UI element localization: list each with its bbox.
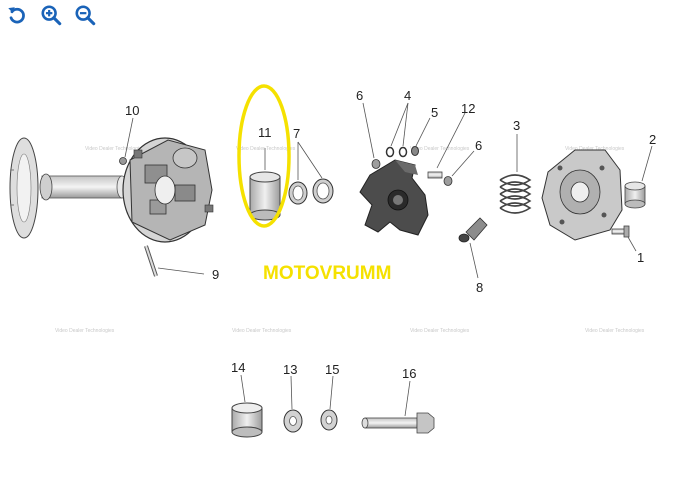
- rotate-left-icon: [8, 7, 25, 24]
- part-11-bushing[interactable]: [249, 148, 281, 221]
- part-4-5-orings[interactable]: [385, 102, 431, 158]
- callout-4[interactable]: 4: [404, 88, 411, 103]
- callout-5[interactable]: 5: [431, 105, 438, 120]
- callout-11[interactable]: 11: [258, 125, 272, 140]
- sheave-assembly[interactable]: [9, 137, 128, 239]
- part-9-pin[interactable]: [144, 245, 205, 277]
- part-14-spacer[interactable]: [231, 374, 263, 438]
- rotate-button[interactable]: [4, 2, 30, 28]
- svg-text:Video Dealer Technologies: Video Dealer Technologies: [585, 328, 645, 334]
- svg-text:Video Dealer Technologies: Video Dealer Technologies: [236, 146, 296, 152]
- callout-16[interactable]: 16: [402, 366, 416, 381]
- zoom-in-button[interactable]: [38, 2, 64, 28]
- part-1-screw[interactable]: [611, 225, 637, 252]
- brand-watermark: MOTOVRUMM: [263, 263, 391, 284]
- part-6-nut-right[interactable]: [443, 150, 475, 186]
- callout-6-right[interactable]: 6: [475, 138, 482, 153]
- svg-text:Video Dealer Technologies: Video Dealer Technologies: [55, 328, 115, 334]
- callout-10[interactable]: 10: [125, 103, 139, 118]
- svg-text:Video Dealer Technologies: Video Dealer Technologies: [85, 146, 145, 152]
- part-6-nut-left[interactable]: [362, 102, 381, 169]
- part-12-pin[interactable]: [427, 112, 466, 179]
- cover-plate[interactable]: [541, 149, 623, 241]
- part-16-bolt[interactable]: [361, 380, 435, 434]
- callout-7[interactable]: 7: [293, 126, 300, 141]
- callout-labels: 1 2 3 4 5 6 6 7 8 9 10 11 12 13 14 15 16: [125, 88, 656, 381]
- svg-text:Video Dealer Technologies: Video Dealer Technologies: [565, 146, 625, 152]
- callout-15[interactable]: 15: [325, 362, 339, 377]
- part-15-washer[interactable]: [320, 375, 338, 431]
- callout-3[interactable]: 3: [513, 118, 520, 133]
- part-7-washers[interactable]: [288, 141, 334, 205]
- part-2-bushing[interactable]: [624, 145, 653, 209]
- callout-9[interactable]: 9: [212, 267, 219, 282]
- callout-14[interactable]: 14: [231, 360, 245, 375]
- part-8-arm[interactable]: [458, 217, 488, 279]
- callout-13[interactable]: 13: [283, 362, 297, 377]
- zoom-in-icon: [41, 5, 62, 26]
- callout-1[interactable]: 1: [637, 250, 644, 265]
- svg-text:Video Dealer Technologies: Video Dealer Technologies: [232, 328, 292, 334]
- callout-6-left[interactable]: 6: [356, 88, 363, 103]
- callout-12[interactable]: 12: [461, 101, 475, 116]
- highlight-circle: [237, 84, 291, 228]
- callout-2[interactable]: 2: [649, 132, 656, 147]
- spider-cam-plate[interactable]: [359, 159, 429, 236]
- movable-sheave-housing[interactable]: [122, 137, 214, 243]
- part-10-nut[interactable]: [119, 117, 134, 165]
- svg-text:Video Dealer Technologies: Video Dealer Technologies: [410, 146, 470, 152]
- watermarks: Video Dealer Technologies Video Dealer T…: [55, 146, 645, 334]
- zoom-out-icon: [75, 5, 96, 26]
- callout-8[interactable]: 8: [476, 280, 483, 295]
- svg-text:Video Dealer Technologies: Video Dealer Technologies: [410, 328, 470, 334]
- part-13-washer[interactable]: [283, 375, 303, 433]
- viewer-toolbar: [4, 2, 98, 28]
- part-3-spring[interactable]: [499, 134, 532, 214]
- zoom-out-button[interactable]: [72, 2, 98, 28]
